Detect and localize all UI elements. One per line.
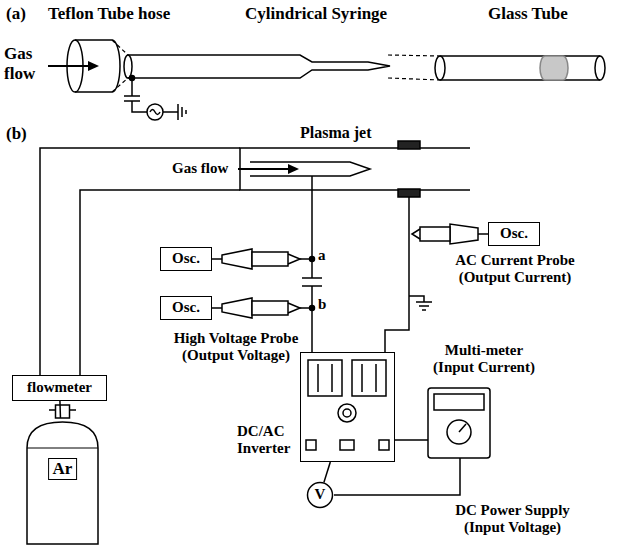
cylinder-outline <box>25 418 100 546</box>
instrument-label: High Voltage Probe (Output Voltage) <box>162 330 310 365</box>
panel-label: (b) <box>6 124 27 144</box>
electrode-wire <box>150 110 160 115</box>
gas-valve <box>56 405 70 418</box>
flow-label: Gas flow <box>172 160 228 177</box>
gas-valve <box>49 409 76 411</box>
inverter-panel <box>343 409 351 417</box>
gas-flow-arrow <box>48 65 90 67</box>
instrument-label: AC Current Probe (Output Current) <box>445 252 585 287</box>
plasma-jet <box>398 189 420 197</box>
electrode-wire <box>178 104 186 120</box>
high-voltage-probe <box>212 249 312 318</box>
point-label: b <box>318 296 326 313</box>
node-text: Ar <box>48 458 78 480</box>
high-voltage-wire <box>302 176 322 352</box>
multimeter <box>447 420 471 444</box>
multimeter <box>459 424 466 432</box>
multimeter <box>428 388 490 458</box>
connector-line <box>59 401 61 418</box>
syringe <box>128 55 390 78</box>
current-probe <box>420 227 450 241</box>
inverter-panel <box>308 360 342 396</box>
gas-valve <box>49 405 76 418</box>
part-label: Glass Tube <box>488 4 568 24</box>
supply-wire <box>334 440 460 495</box>
teflon-tube <box>112 40 120 92</box>
high-voltage-probe <box>288 254 300 264</box>
instrument-label: DC Power Supply (Input Voltage) <box>440 502 585 537</box>
inverter-panel <box>306 440 316 450</box>
part-label: Plasma jet <box>300 124 372 142</box>
multimeter <box>428 388 490 458</box>
inverter-panel <box>338 404 356 422</box>
electrode-wire <box>147 104 163 120</box>
oscilloscope-box: Osc. <box>488 222 540 246</box>
high-voltage-probe <box>252 301 288 315</box>
inverter-box: DC/AC Inverter <box>300 352 395 462</box>
flowmeter-box: flowmeter <box>12 375 107 401</box>
cylinder-outline <box>27 448 98 449</box>
guide-line <box>112 40 440 92</box>
glass-tube <box>540 56 568 80</box>
node-text: DC/AC Inverter <box>237 423 297 458</box>
current-probe <box>412 224 488 244</box>
point-label: a <box>318 247 326 264</box>
part-label: Teflon Tube hose <box>48 4 170 24</box>
apparatus-drawing <box>40 40 605 495</box>
oscilloscope-box: Osc. <box>160 247 212 271</box>
current-probe <box>478 233 488 235</box>
inverter-panel <box>340 440 354 450</box>
high-voltage-probe <box>222 298 252 318</box>
instrument-label: Multi-meter (Input Current) <box>428 342 540 377</box>
high-voltage-probe <box>252 252 288 266</box>
plasma-jet <box>398 141 420 149</box>
ground-wire <box>385 197 432 352</box>
gas-flow-arrow <box>88 61 99 71</box>
flow-label: Gas flow <box>4 44 46 83</box>
part-label: Cylindrical Syringe <box>245 4 387 24</box>
syringe <box>124 55 132 78</box>
current-probe <box>450 224 478 244</box>
connector-line <box>324 462 330 483</box>
cylinder-outline <box>27 422 98 544</box>
inverter-panel <box>379 440 389 450</box>
high-voltage-probe <box>222 249 252 269</box>
voltmeter-outline <box>308 483 333 508</box>
multimeter <box>434 394 484 410</box>
inverter-panel <box>318 364 376 392</box>
guide-line <box>112 40 440 92</box>
glass-tube <box>435 56 445 80</box>
glass-tube <box>435 56 605 80</box>
glass-tube <box>440 56 600 80</box>
current-probe <box>412 229 420 239</box>
gas-cylinder: Ar <box>25 418 100 546</box>
high-voltage-wire <box>302 176 322 352</box>
gas-flow-arrow <box>238 168 290 170</box>
inverter-panel <box>306 360 389 450</box>
supply-wire <box>334 440 460 495</box>
ground-wire <box>416 302 432 310</box>
glass-tube <box>595 56 605 80</box>
ground-wire <box>385 197 424 352</box>
inverter-panel <box>352 360 386 396</box>
gas-flow-arrow <box>238 164 299 174</box>
voltmeter-circle: V <box>306 481 334 509</box>
gas-flow-arrow <box>288 164 299 174</box>
electrode-wire <box>124 76 186 121</box>
node-text: V <box>315 486 326 503</box>
node-text: Osc. <box>172 299 200 316</box>
node-text: Osc. <box>500 225 528 242</box>
node-text: Osc. <box>172 250 200 267</box>
gas-flow-arrow <box>48 61 99 71</box>
oscilloscope-box: Osc. <box>160 296 212 320</box>
syringe <box>124 55 390 78</box>
node-text: flowmeter <box>27 379 92 396</box>
high-voltage-probe <box>288 303 300 313</box>
panel-label: (a) <box>6 4 26 24</box>
